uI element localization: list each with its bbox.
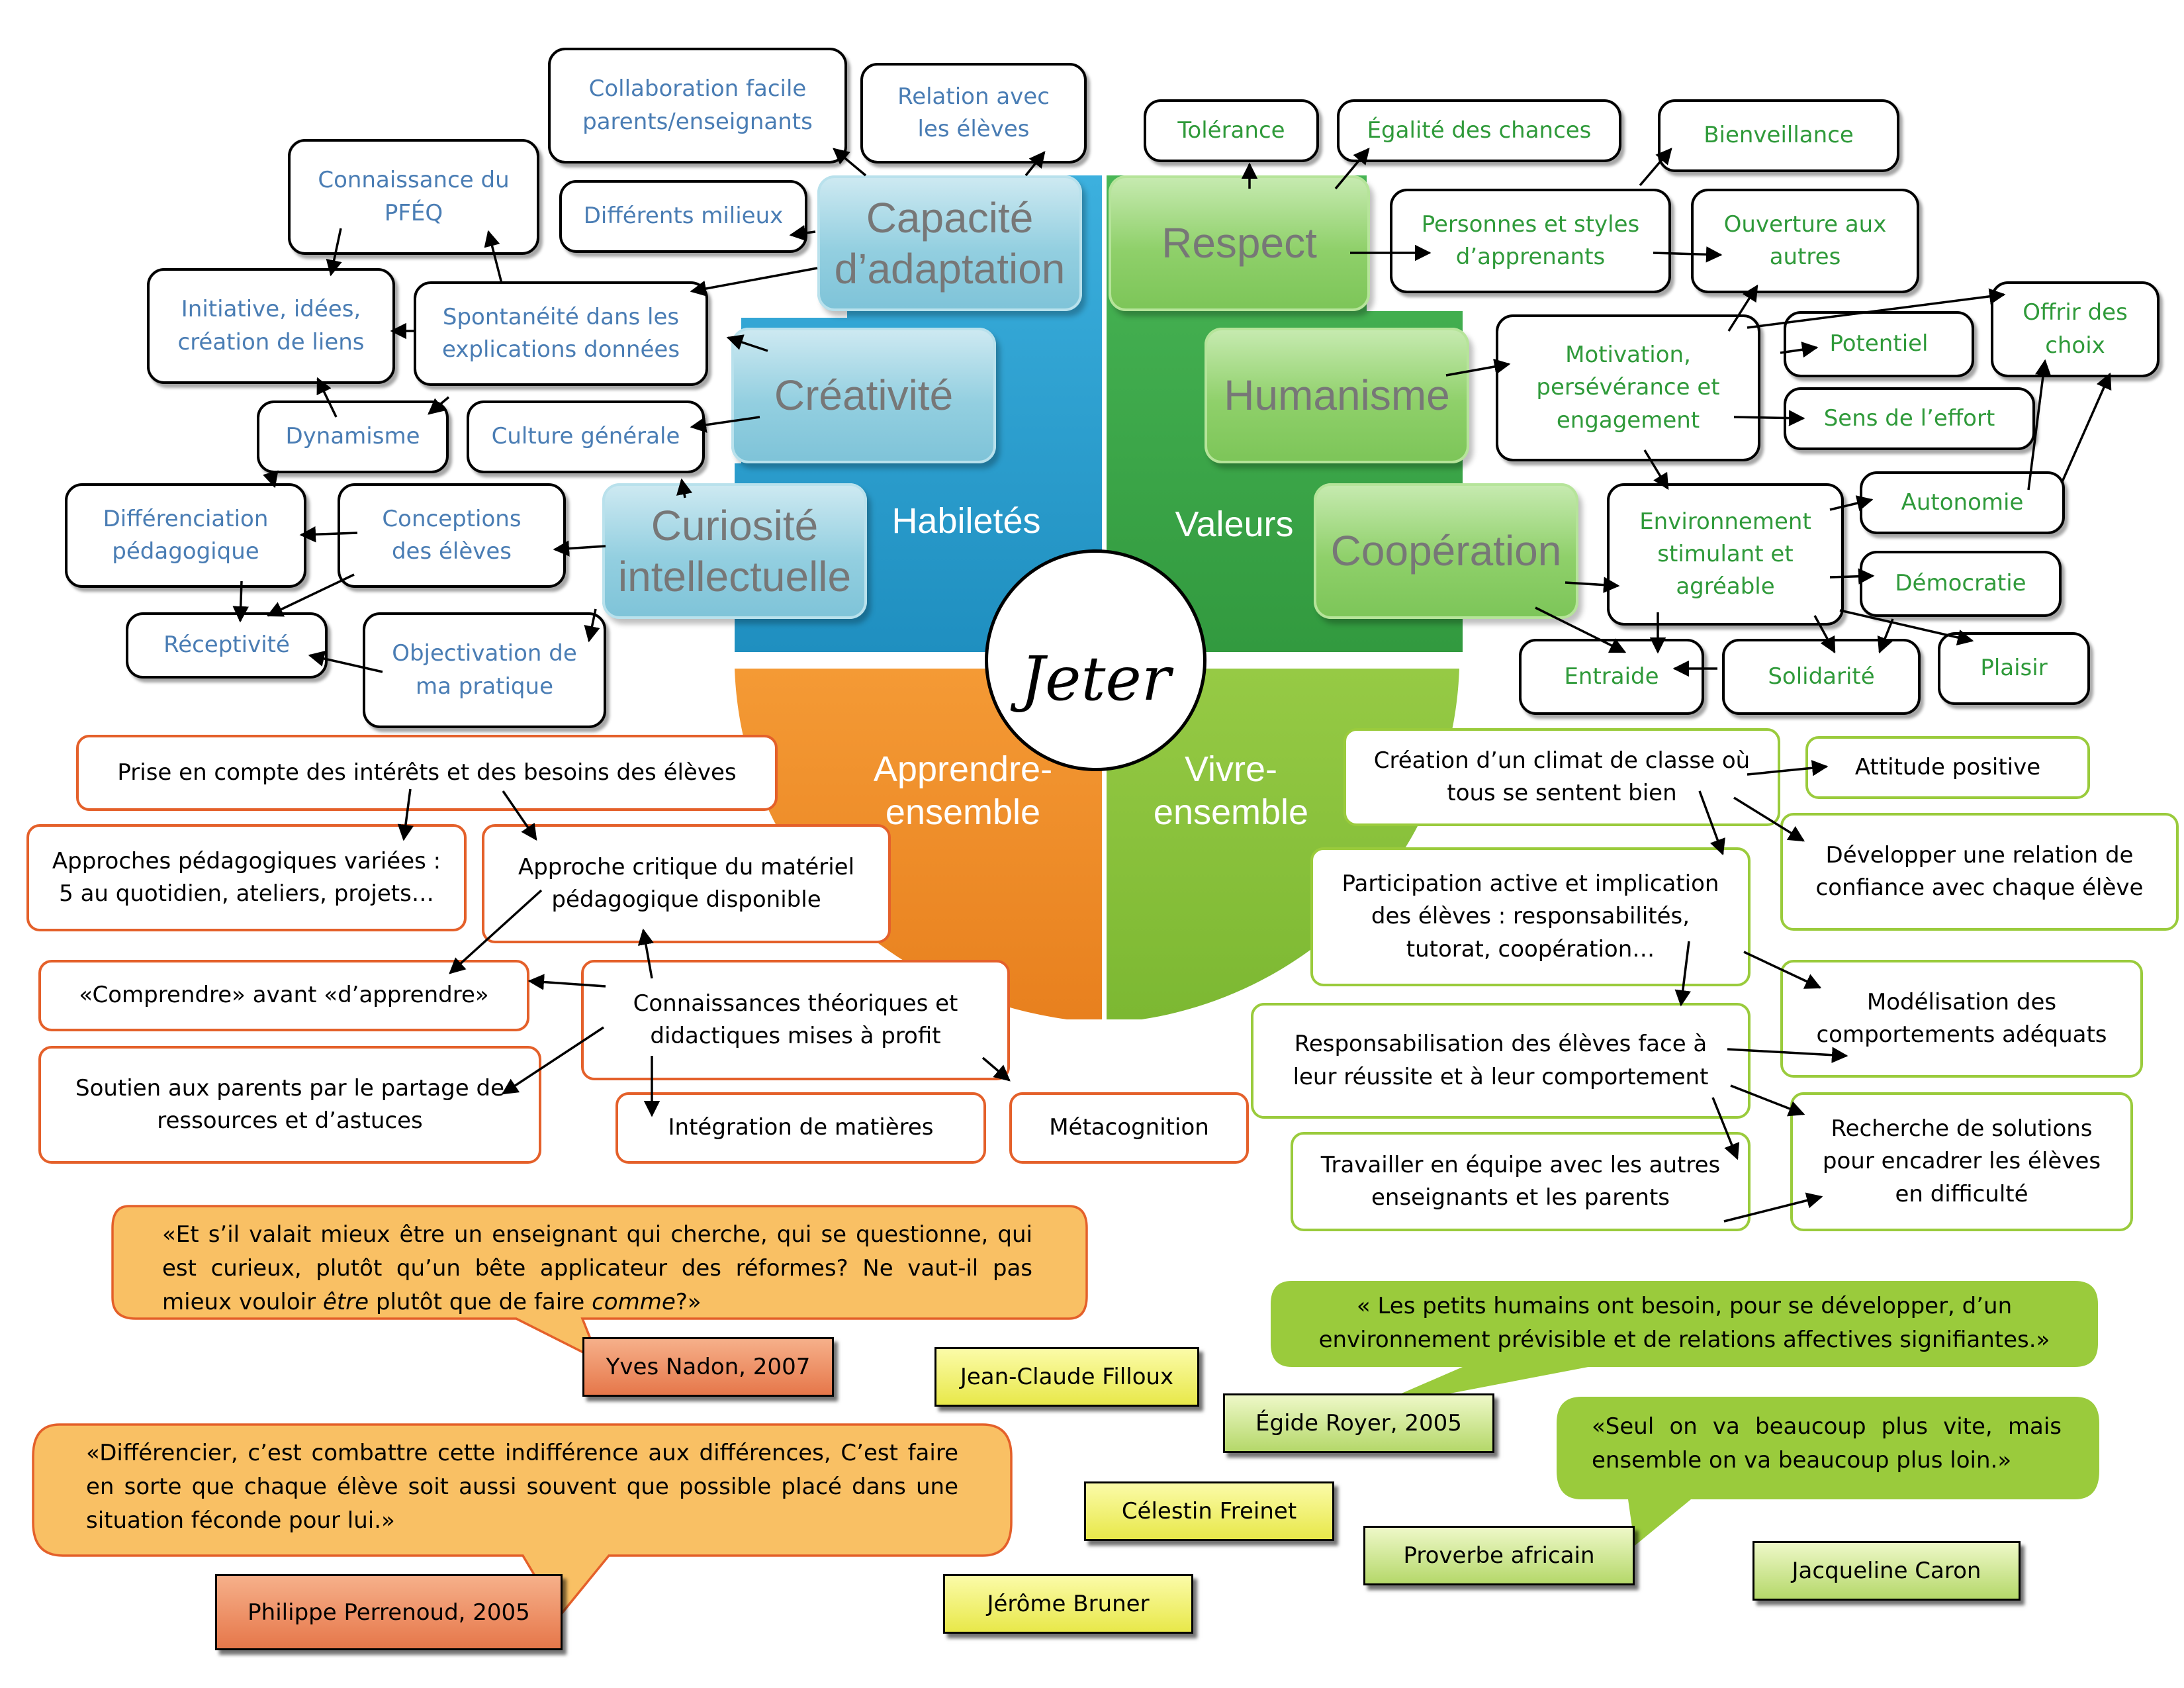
box-relation-eleves: Relation avec les élèves bbox=[860, 63, 1087, 164]
box-spontaneite: Spontanéité dans les explications donnée… bbox=[414, 281, 708, 386]
author-proverbe-africain: Proverbe africain bbox=[1363, 1526, 1635, 1585]
box-conceptions-eleves: Conceptions des élèves bbox=[338, 483, 566, 588]
box-comprendre: «Comprendre» avant «d’apprendre» bbox=[38, 960, 529, 1031]
box-travailler-equipe: Travailler en équipe avec les autres ens… bbox=[1291, 1132, 1751, 1231]
box-entraide: Entraide bbox=[1519, 639, 1704, 715]
box-approches-variees: Approches pédagogiques variées : 5 au qu… bbox=[26, 824, 467, 931]
center-circle: Jeter bbox=[985, 549, 1206, 771]
box-participation-active: Participation active et implication des … bbox=[1310, 847, 1751, 986]
box-ouverture: Ouverture aux autres bbox=[1691, 189, 1919, 293]
box-culture-generale: Culture générale bbox=[467, 400, 705, 473]
box-connaissance-pfeq: Connaissance du PFÉQ bbox=[288, 139, 539, 255]
box-objectivation: Objectivation de ma pratique bbox=[363, 612, 606, 728]
quote-nadon: «Et s’il valait mieux être un enseignant… bbox=[162, 1221, 1032, 1315]
vivre-ensemble-label: Vivre- ensemble bbox=[1153, 749, 1309, 832]
box-metacognition: Métacognition bbox=[1009, 1092, 1249, 1164]
quote-perrenoud: «Différencier, c’est combattre cette ind… bbox=[86, 1440, 958, 1534]
author-jacqueline-caron: Jacqueline Caron bbox=[1752, 1541, 2021, 1601]
box-approche-critique: Approche critique du matériel pédagogiqu… bbox=[482, 824, 891, 943]
bubble-royer bbox=[1271, 1281, 2098, 1410]
box-egalite: Égalité des chances bbox=[1337, 99, 1621, 162]
author-yves-nadon: Yves Nadon, 2007 bbox=[582, 1337, 834, 1397]
box-dynamisme: Dynamisme bbox=[257, 400, 449, 473]
habiletes-label: Habiletés bbox=[891, 501, 1041, 541]
bubble-proverbe bbox=[1557, 1397, 2099, 1546]
box-initiative: Initiative, idées, création de liens bbox=[147, 268, 395, 384]
apprendre-ensemble-label: Apprendre- ensemble bbox=[873, 749, 1053, 832]
box-relation-confiance: Développer une relation de confiance ave… bbox=[1780, 813, 2179, 931]
box-responsabilisation: Responsabilisation des élèves face à leu… bbox=[1251, 1003, 1751, 1119]
quote-royer: « Les petits humains ont besoin, pour se… bbox=[1318, 1293, 2050, 1353]
core-respect: Respect bbox=[1109, 175, 1370, 311]
box-bienveillance: Bienveillance bbox=[1658, 99, 1899, 172]
quote-proverbe: «Seul on va beaucoup plus vite, mais ens… bbox=[1592, 1413, 2062, 1474]
core-capacite-adaptation: Capacité d’adaptation bbox=[817, 175, 1082, 311]
bubble-perrenoud bbox=[32, 1423, 1013, 1619]
apprendre-quadrant bbox=[735, 669, 1102, 1019]
box-collaboration: Collaboration facile parents/enseignants bbox=[548, 48, 847, 164]
author-philippe-perrenoud: Philippe Perrenoud, 2005 bbox=[215, 1574, 563, 1650]
core-creativite: Créativité bbox=[731, 328, 996, 463]
box-receptivite: Réceptivité bbox=[126, 612, 328, 679]
author-celestin-freinet: Célestin Freinet bbox=[1084, 1481, 1334, 1541]
author-jerome-bruner: Jérôme Bruner bbox=[943, 1574, 1193, 1634]
box-differents-milieux: Différents milieux bbox=[559, 180, 807, 253]
box-motivation: Motivation, persévérance et engagement bbox=[1496, 314, 1760, 461]
box-interets-besoins: Prise en compte des intérêts et des beso… bbox=[76, 735, 778, 811]
center-label: Jeter bbox=[1021, 643, 1171, 714]
author-jean-claude-filloux: Jean-Claude Filloux bbox=[934, 1347, 1199, 1407]
box-offrir-choix: Offrir des choix bbox=[1991, 281, 2160, 377]
box-autonomie: Autonomie bbox=[1860, 471, 2065, 534]
box-sens-effort: Sens de l’effort bbox=[1784, 387, 2035, 450]
core-cooperation: Coopération bbox=[1314, 483, 1578, 619]
valeurs-label: Valeurs bbox=[1175, 504, 1294, 544]
box-environnement: Environnement stimulant et agréable bbox=[1607, 483, 1844, 626]
author-egide-royer: Égide Royer, 2005 bbox=[1223, 1393, 1494, 1453]
core-humanisme: Humanisme bbox=[1205, 328, 1469, 463]
core-curiosite-intellectuelle: Curiosité intellectuelle bbox=[602, 483, 867, 619]
box-recherche-solutions: Recherche de solutions pour encadrer les… bbox=[1790, 1092, 2133, 1231]
box-integration-matieres: Intégration de matières bbox=[615, 1092, 986, 1164]
box-differenciation: Différenciation pédagogique bbox=[65, 483, 306, 588]
box-democratie: Démocratie bbox=[1860, 551, 2062, 617]
box-attitude-positive: Attitude positive bbox=[1805, 736, 2090, 799]
box-soutien-parents: Soutien aux parents par le partage de re… bbox=[38, 1046, 541, 1164]
box-connaissances-theoriques: Connaissances théoriques et didactiques … bbox=[581, 960, 1010, 1080]
box-personnes-styles: Personnes et styles d’apprenants bbox=[1390, 189, 1671, 293]
box-tolerance: Tolérance bbox=[1144, 99, 1319, 162]
